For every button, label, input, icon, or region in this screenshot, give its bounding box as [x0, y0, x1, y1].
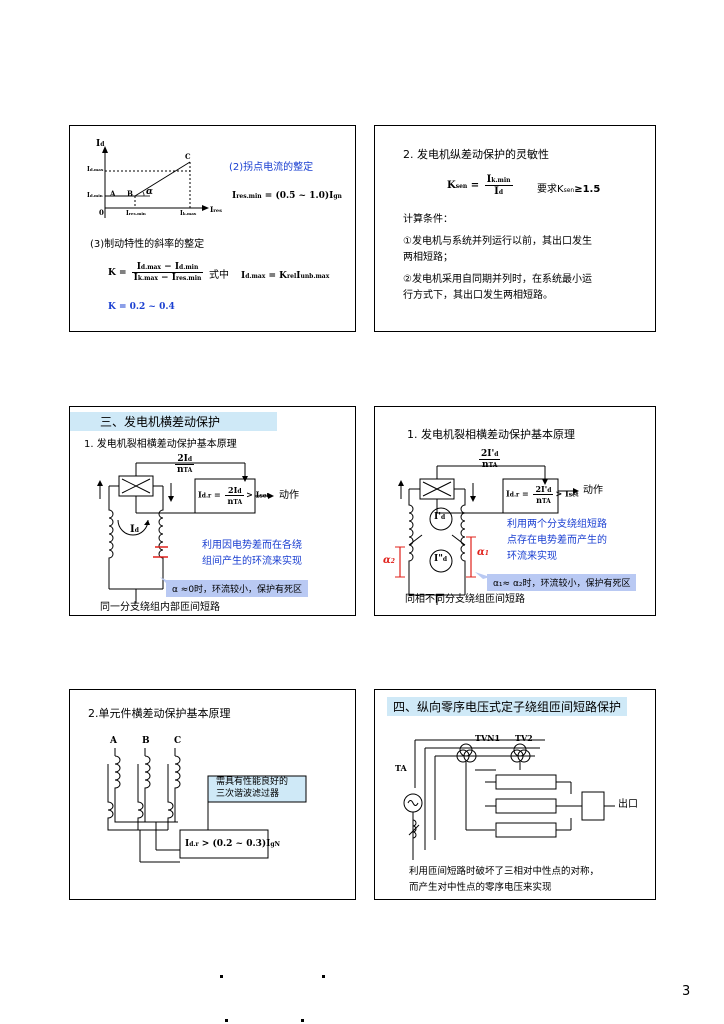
page-mark — [220, 975, 223, 978]
s5-note-line-2: 三次谐波滤过器 — [216, 789, 280, 799]
page-mark — [225, 1019, 228, 1022]
s6-tvn1: TVN1 — [475, 733, 501, 743]
slide-1: Id Id.max Id.min 0 A B C α Ires.min Ik.m… — [69, 125, 356, 332]
graph-x1: I — [126, 210, 129, 217]
page-mark — [322, 975, 325, 978]
s4-caption: 同相不同分支绕组匝间短路 — [405, 594, 525, 605]
graph-axis-x: I — [210, 205, 214, 214]
s3-circuit — [97, 462, 274, 603]
s5-circuit — [107, 748, 307, 863]
transverse-header: 三、发电机横差动保护 — [70, 412, 277, 431]
s4-circuit — [395, 465, 579, 605]
s6-tv2: TV2 — [515, 733, 533, 743]
s6-output: 出口 — [618, 799, 638, 810]
page-mark — [301, 1019, 304, 1022]
s5-note-line-1: 需具有性能良好的 — [216, 777, 289, 787]
s5-phase-c: C — [174, 736, 182, 746]
s5-phase-a: A — [110, 736, 117, 746]
s4-blue-line-1: 利用两个分支绕组短路 — [507, 519, 607, 530]
graph-y-max: I — [87, 166, 90, 173]
s6-ta: TA — [395, 763, 407, 773]
requirement: 要求Ksen≥1.5 — [537, 184, 601, 195]
calc-conditions: 计算条件： — [403, 214, 453, 225]
s3-note: α ≈0时，环流较小，保护有死区 — [166, 580, 309, 597]
graph-origin: 0 — [99, 208, 104, 217]
s4-current-2: I"d — [434, 554, 448, 564]
sensitivity-title: 2. 发电机纵差动保护的灵敏性 — [403, 148, 549, 161]
k-range: K = 0.2 ~ 0.4 — [108, 302, 175, 312]
s6-caption-line-2: 而产生对中性点的零序电压来实现 — [409, 882, 552, 893]
s4-alpha-2: α2 — [383, 555, 395, 566]
s4-alpha-1: α1 — [477, 547, 489, 558]
knee-heading: (2)拐点电流的整定 — [229, 162, 314, 173]
graph-axis-y: I — [96, 139, 101, 149]
characteristic-graph — [102, 146, 209, 218]
s5-phase-b: B — [142, 736, 150, 746]
where-formula: Id.max = KrelIunb.max — [241, 271, 330, 281]
s3-circulating-current: Id — [130, 524, 139, 535]
graph-point-c: C — [185, 152, 191, 161]
s4-blue-line-2: 点存在电势差而产生的 — [507, 535, 607, 546]
s3-caption: 同一分支绕组内部匝间短路 — [100, 602, 220, 613]
graph-alpha: α — [146, 187, 153, 197]
s5-relay-formula: Id.r > (0.2 ~ 0.3)IgN — [185, 839, 281, 849]
knee-formula: I — [232, 191, 237, 201]
s3-blue-line-1: 利用因电势差而在各绕 — [202, 540, 302, 551]
s4-blue-line-3: 环流来实现 — [507, 551, 557, 562]
s5-subtitle: 2.单元件横差动保护基本原理 — [88, 707, 231, 720]
slide-6: 四、纵向零序电压式定子绕组匝间短路保护 — [374, 689, 656, 900]
where-label: 式中 — [209, 270, 229, 281]
condition-1-line-2: 两相短路； — [403, 252, 453, 263]
s3-subtitle: 1. 发电机裂相横差动保护基本原理 — [84, 439, 237, 450]
page-number: 3 — [682, 984, 691, 999]
slope-heading: (3)制动特性的斜率的整定 — [90, 239, 205, 250]
slide-5: 2.单元件横差动保护基本原理 A B C 需具有性能良好的 三次谐波滤过器 Id… — [69, 689, 356, 900]
graph-point-a: A — [110, 189, 116, 198]
s6-caption-line-1: 利用匝间短路时破坏了三相对中性点的对称， — [409, 866, 600, 877]
s4-note: α₁≈ α₂时，环流较小，保护有死区 — [487, 574, 637, 591]
s3-action: 动作 — [279, 490, 299, 501]
s6-circuit — [403, 739, 615, 860]
s4-subtitle: 1. 发电机裂相横差动保护基本原理 — [407, 428, 575, 441]
s3-blue-line-2: 组间产生的环流来实现 — [202, 556, 302, 567]
condition-2-line-2: 行方式下，其出口发生两相短路。 — [403, 290, 553, 301]
s4-current-1: I'd — [434, 512, 446, 522]
condition-1-line-1: ①发电机与系统并列运行以前，其出口发生 — [403, 236, 592, 247]
s4-action: 动作 — [583, 485, 603, 496]
graph-y-min: I — [87, 192, 90, 199]
graph-point-b: B — [127, 189, 133, 198]
condition-2-line-1: ②发电机采用自同期并列时，在系统最小运 — [403, 274, 592, 285]
graph-x2: I — [180, 210, 183, 217]
zero-seq-header: 四、纵向零序电压式定子绕组匝间短路保护 — [387, 697, 628, 716]
